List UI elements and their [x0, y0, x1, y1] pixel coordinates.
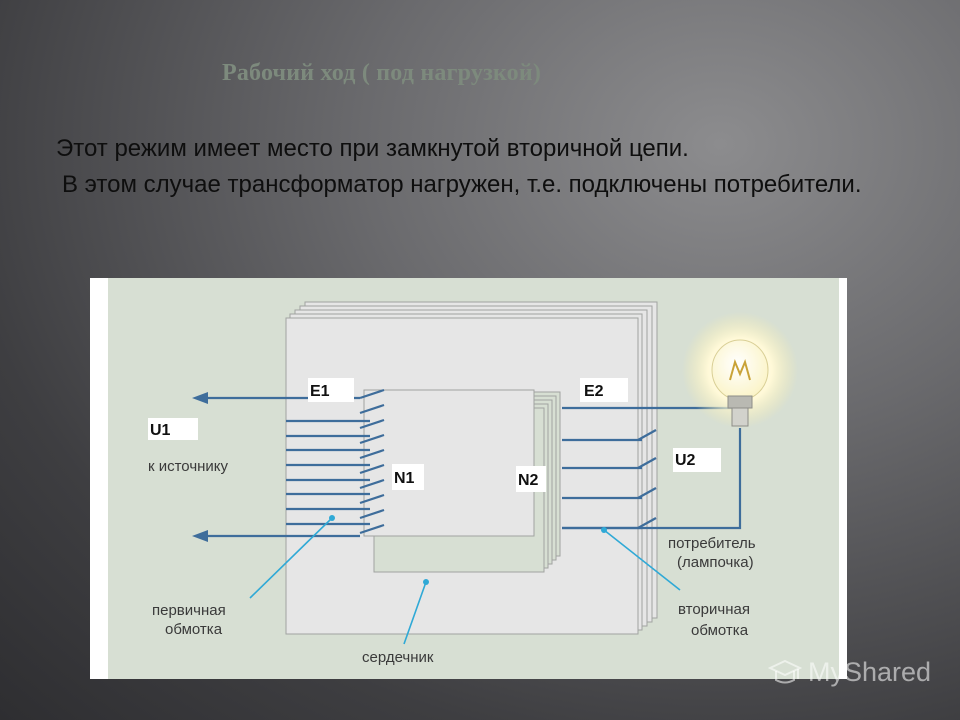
label-core: сердечник — [362, 649, 434, 666]
lamp-icon — [682, 312, 798, 428]
label-boxes — [148, 378, 721, 492]
arrow-left-top — [192, 392, 208, 404]
label-u2: U2 — [675, 452, 696, 469]
label-n1: N1 — [394, 470, 415, 487]
primary-winding — [200, 388, 385, 538]
transformer-diagram: E1 E2 U1 U2 N1 N2 к источнику потребител… — [90, 278, 847, 679]
paragraph-loaded-transformer: В этом случае трансформатор нагружен, т.… — [62, 171, 862, 198]
label-primary-line2: обмотка — [165, 621, 223, 638]
label-to-source: к источнику — [148, 458, 229, 475]
label-n2: N2 — [518, 472, 539, 489]
paragraph-closed-circuit: Этот режим имеет место при замкнутой вто… — [56, 135, 689, 162]
label-e2: E2 — [584, 383, 604, 400]
label-secondary-line1: вторичная — [678, 601, 750, 618]
slide-title: Рабочий ход ( под нагрузкой) — [222, 60, 542, 86]
label-secondary-line2: обмотка — [691, 622, 749, 639]
mortarboard-icon — [768, 659, 802, 683]
label-u1: U1 — [150, 422, 171, 439]
slide-text: Этот режим имеет место при замкнутой вто… — [56, 131, 914, 203]
leader-dots — [329, 515, 607, 585]
arrow-left-bottom — [192, 530, 208, 542]
watermark-text: MyShared — [808, 657, 932, 687]
leader-lines — [249, 517, 681, 645]
label-e1: E1 — [310, 383, 330, 400]
label-consumer-line2: (лампочка) — [677, 554, 754, 571]
label-consumer-line1: потребитель — [668, 535, 756, 552]
watermark: MyShared — [768, 657, 931, 688]
label-primary-line1: первичная — [152, 602, 226, 619]
